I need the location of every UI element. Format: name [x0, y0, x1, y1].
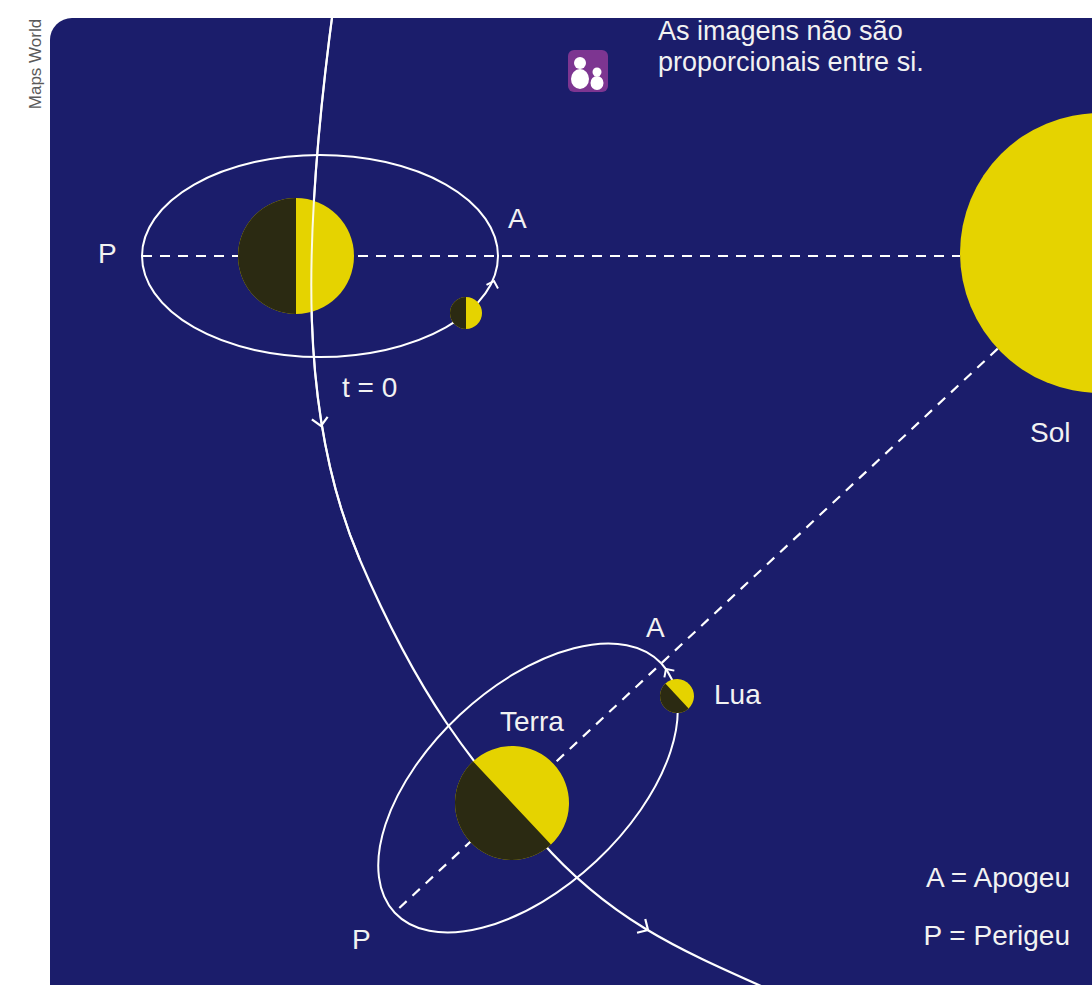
body-label: Lua: [714, 679, 761, 711]
apogee-label: A: [508, 203, 527, 235]
moon-figure: [450, 297, 482, 329]
sun-circle: Sol: [960, 113, 1092, 393]
moon-circle-shape: [660, 679, 694, 713]
scale-note-icon: [568, 50, 608, 92]
moon-direction-arrow: [661, 666, 674, 678]
scale-note: As imagens não são proporcionais entre s…: [658, 16, 1068, 78]
earth-circle: Terra: [455, 746, 569, 860]
credit-label: Maps World: [26, 19, 46, 109]
orbit-arrow: [637, 919, 652, 937]
sun-circle-shape: [960, 113, 1092, 393]
moon-circle: Lua: [660, 679, 694, 713]
earth-orbit: [311, 0, 770, 985]
apogee-label: A: [646, 612, 665, 644]
moon-orbit: [326, 590, 729, 985]
time-label: t = 0: [342, 372, 397, 404]
moon-direction-arrow: [487, 279, 500, 288]
dashed-connector: [554, 349, 998, 764]
perigee-label: P: [352, 924, 371, 956]
space-panel: [50, 18, 1092, 985]
perigee-label: P: [98, 238, 117, 270]
earth-orbit: [311, 0, 360, 560]
key-label: P = Perigeu: [923, 920, 1070, 952]
key-label: A = Apogeu: [926, 862, 1070, 894]
body-label: Sol: [1030, 417, 1070, 449]
earth-figure: [238, 198, 354, 314]
earth-circle-shape: [455, 746, 569, 860]
moon-orbit: [142, 155, 498, 357]
body-label: Terra: [500, 706, 564, 738]
